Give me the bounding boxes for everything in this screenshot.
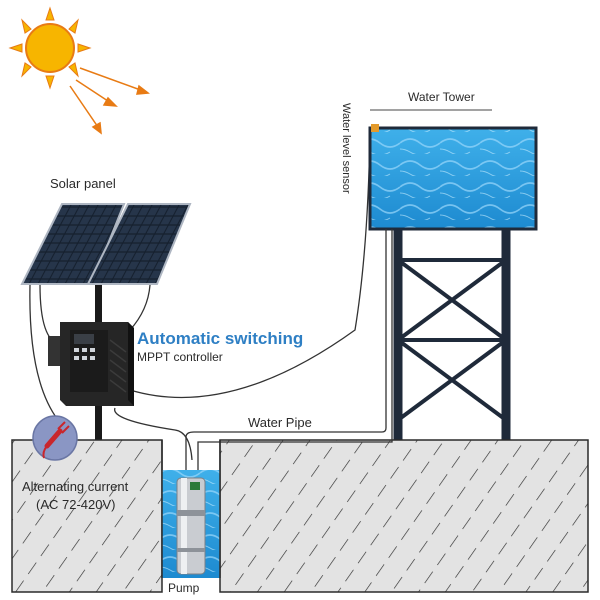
water-level-sensor-label: Water level sensor [340,103,352,194]
sun-ray-arrows [69,67,150,135]
ac-plug-icon [32,415,78,461]
water-level-sensor-icon [371,124,379,132]
solar-panel-label: Solar panel [50,176,116,191]
automatic-switching-label: Automatic switching [137,329,303,348]
mppt-controller-label: MPPT controller [137,350,223,364]
water-pipe-label: Water Pipe [248,415,312,430]
water-pipe [185,229,393,470]
mppt-controller-icon [48,322,134,406]
power-cables [29,131,371,461]
sun-icon [8,6,92,90]
water-tower [368,126,538,440]
ground [11,439,589,593]
pump-label: Pump [168,581,200,595]
alternating-current-label: Alternating current [22,479,129,494]
water-tower-label: Water Tower [408,90,475,104]
submersible-pump-icon [176,477,206,575]
ac-voltage-range-label: (AC 72-420V) [36,497,115,512]
solar-panel-icon [20,203,192,285]
